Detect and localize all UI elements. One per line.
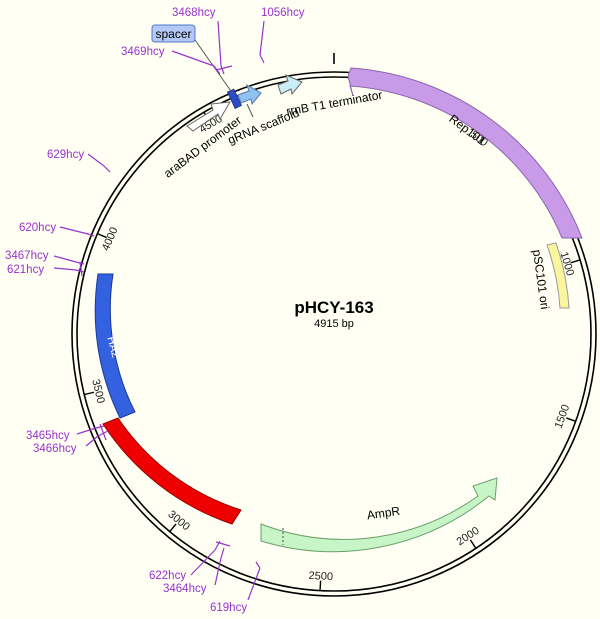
grna-scaffold-feature[interactable] [237, 83, 262, 106]
site-3464hcy: 3464hcy [163, 583, 207, 595]
psc101-ori-label: pSC101 ori [530, 249, 552, 310]
site-619hcy: 619hcy [210, 602, 247, 614]
ruler-tick-4000 [97, 233, 107, 239]
ruler-label-4000: 4000 [100, 225, 121, 252]
arabad-promoter-feature[interactable] [186, 101, 231, 132]
ruler-tick-2500 [319, 580, 322, 591]
rep101-feature[interactable] [347, 67, 583, 239]
ruler-label-3000: 3000 [165, 508, 191, 533]
ruler-label-3500: 3500 [89, 378, 106, 405]
backbone-inner-ring [76, 76, 592, 592]
ruler-label-2000: 2000 [455, 525, 482, 549]
ampr-feature[interactable] [260, 477, 498, 553]
ampr-label: AmpR [366, 504, 401, 523]
backbone-outer-ring [71, 71, 597, 597]
ruler-label-2500: 2500 [308, 570, 333, 583]
ruler-tick-1000 [570, 259, 581, 264]
terminator-label: rrnB T1 terminator [285, 88, 383, 119]
site-620hcy: 620hcy [19, 222, 56, 234]
spacer-label-box[interactable] [151, 24, 196, 43]
site-markers [53, 20, 265, 601]
site-1056hcy: 1056hcy [261, 7, 305, 19]
ruler-tick-1500 [566, 417, 576, 422]
site-3469hcy: 3469hcy [121, 46, 165, 58]
spacer-leader [194, 39, 234, 95]
site-3467hcy: 3467hcy [5, 250, 49, 262]
terminator-feature[interactable] [277, 74, 303, 96]
site-3465hcy: 3465hcy [26, 430, 70, 442]
site-3468hcy: 3468hcy [172, 7, 216, 19]
ha1-feature[interactable] [102, 417, 242, 525]
ha2-feature[interactable] [94, 273, 136, 419]
ruler-label-1500: 1500 [553, 403, 573, 430]
ruler-tick-3000 [169, 523, 177, 533]
site-621hcy: 621hcy [7, 264, 44, 276]
ruler-tick-3500 [84, 391, 95, 396]
spacer-label: spacer [155, 27, 191, 41]
site-3466hcy: 3466hcy [33, 443, 77, 455]
plasmid-name: pHCY-163 [294, 298, 373, 317]
ruler-tick-2000 [469, 539, 477, 549]
plasmid-length: 4915 bp [314, 318, 354, 330]
ha2-label: HA2 [104, 335, 121, 359]
site-629hcy: 629hcy [47, 149, 84, 161]
grna-scaffold-leader [246, 103, 254, 118]
site-622hcy: 622hcy [149, 570, 186, 582]
psc101-ori-feature[interactable] [546, 242, 570, 309]
